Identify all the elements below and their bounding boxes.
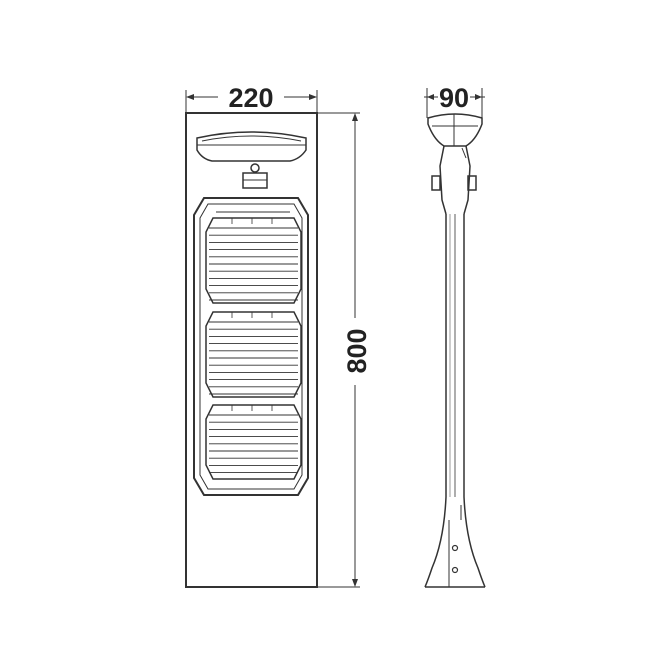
panel-inner-frame [199,203,303,490]
depth-arrow-right [475,94,482,100]
solar-panel-middle [205,311,302,398]
width-arrow-right [309,94,317,100]
solar-panel-bottom [205,404,302,480]
light-head-lens-line [201,135,302,142]
depth-label: 90 [439,83,469,113]
light-head-shell [196,131,307,162]
motion-sensor-icon [242,163,268,189]
side-top-cap [427,113,483,147]
panel-slats [209,218,298,474]
side-bolt-top [451,544,459,552]
panel-bottom-outline [205,404,302,480]
side-base-flare [424,496,486,588]
side-sensor-right [467,175,477,191]
panel-top-outline [205,217,302,304]
depth-arrow-left [427,94,434,100]
side-neck [439,145,471,215]
front-light-head [196,131,307,162]
panel-outer-frame [193,197,309,496]
front-view [185,112,318,588]
side-sensor-left [431,175,441,191]
depth-dimension: 90 [424,83,485,118]
width-label: 220 [228,83,273,113]
front-body-outline [185,112,318,588]
height-arrow-bottom [352,579,358,587]
width-arrow-left [186,94,194,100]
sensor-eye [250,163,260,173]
side-bolt-bottom [451,566,459,574]
height-arrow-top [352,113,358,121]
panel-middle-outline [205,311,302,398]
side-view [424,113,486,588]
solar-panel-frame [193,197,309,496]
width-dimension: 220 [185,83,318,122]
height-label: 800 [342,328,372,373]
side-neck-detail [461,147,467,159]
height-dimension: 800 [318,112,372,588]
solar-panel-top [205,211,302,304]
